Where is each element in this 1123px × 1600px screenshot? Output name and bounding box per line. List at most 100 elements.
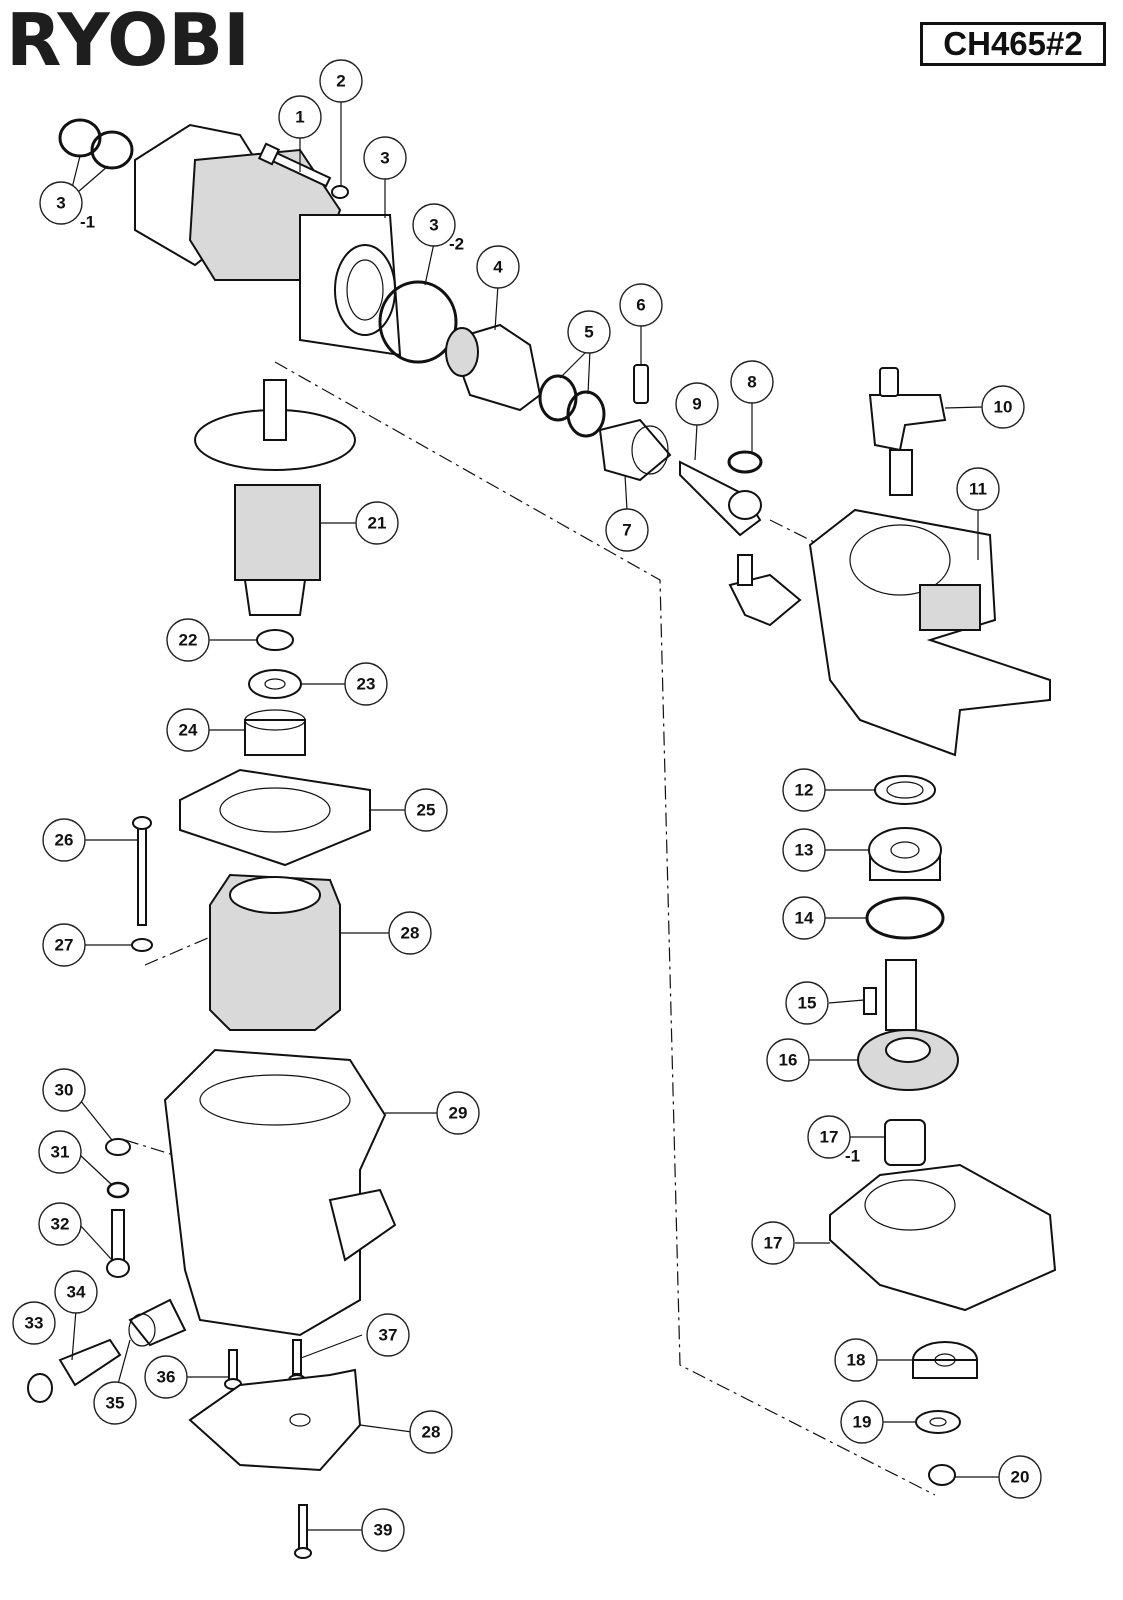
callout-21: 21: [355, 501, 399, 545]
callout-12: 12: [782, 768, 826, 812]
nut-20: [928, 1464, 956, 1486]
stator-28: [209, 873, 341, 1031]
callout-number: 6: [636, 296, 645, 315]
callout-number: 22: [179, 631, 198, 650]
callout-number: 39: [374, 1521, 393, 1540]
model-number-box: CH465#2: [920, 22, 1106, 66]
callout-number: 25: [417, 801, 436, 820]
inner-cover-17: [829, 1163, 1057, 1312]
piston-sleeve-7: [598, 418, 672, 482]
callout-suffix: -1: [845, 1147, 860, 1166]
bottom-cover-28: [188, 1368, 362, 1472]
callout-number: 12: [795, 781, 814, 800]
callout-26: 26: [42, 818, 86, 862]
shaft-15: [885, 959, 917, 1031]
housing-29: [163, 1048, 397, 1337]
washer-27: [131, 938, 153, 952]
brand-logo: RYOBI: [6, 0, 250, 82]
callout-number: 1: [295, 108, 304, 127]
callout-28-cover: 28: [409, 1410, 453, 1454]
callout-22: 22: [166, 618, 210, 662]
screw-26: [132, 816, 152, 926]
callout-24: 24: [166, 708, 210, 752]
washer-30: [105, 1138, 131, 1156]
callout-33: 33: [12, 1301, 56, 1345]
callout-number: 3: [429, 216, 438, 235]
callout-23: 23: [344, 662, 388, 706]
callout-6: 6: [619, 283, 663, 327]
callout-number: 31: [51, 1143, 70, 1162]
callout-number: 17: [820, 1128, 839, 1147]
callout-number: 36: [157, 1368, 176, 1387]
brush-holder-35: [128, 1298, 187, 1347]
callout-13: 13: [782, 828, 826, 872]
o-rings-5: [538, 374, 606, 438]
callout-number: 7: [622, 521, 631, 540]
callout-37: 37: [366, 1313, 410, 1357]
callout-number: 26: [55, 831, 74, 850]
callout-3-1: 3-1: [39, 181, 95, 232]
callout-14: 14: [782, 896, 826, 940]
callout-35: 35: [93, 1381, 137, 1425]
armature-21: [194, 379, 356, 616]
washer-2: [331, 185, 349, 199]
ball-bearing-13: [868, 827, 942, 881]
callout-4: 4: [476, 245, 520, 289]
retaining-ring-14: [865, 896, 945, 940]
callout-number: 21: [368, 514, 387, 533]
crank-shaft-lower: [728, 554, 802, 627]
gear-case-11: [808, 508, 1051, 757]
callout-number: 5: [584, 323, 593, 342]
callout-number: 35: [106, 1394, 125, 1413]
callout-number: 24: [179, 721, 198, 740]
callout-number: 13: [795, 841, 814, 860]
callout-15: 15: [785, 981, 829, 1025]
gear-16: [857, 1029, 959, 1091]
ball-bearing-18: [912, 1341, 978, 1379]
callout-number: 28: [401, 924, 420, 943]
callout-number: 18: [847, 1351, 866, 1370]
callout-39: 39: [361, 1508, 405, 1552]
callout-5: 5: [567, 310, 611, 354]
crank-shaft-10: [868, 367, 947, 496]
callout-number: 3: [380, 149, 389, 168]
callout-11: 11: [956, 467, 1000, 511]
callout-number: 11: [969, 480, 987, 499]
callout-number: 2: [336, 72, 345, 91]
callout-number: 30: [55, 1081, 74, 1100]
callout-number: 10: [994, 398, 1013, 417]
callout-2: 2: [319, 59, 363, 103]
callout-17: 17: [751, 1221, 795, 1265]
callout-number: 16: [779, 1051, 798, 1070]
callout-10: 10: [981, 385, 1025, 429]
callout-number: 27: [55, 936, 74, 955]
callout-30: 30: [42, 1068, 86, 1112]
needle-bearing-17-1: [884, 1119, 926, 1166]
callout-25: 25: [404, 788, 448, 832]
callout-17-1: 17 -1: [807, 1115, 860, 1166]
callout-number: 17: [764, 1234, 783, 1253]
callout-3-2: 3 -2: [412, 203, 464, 254]
callout-number: 28: [422, 1423, 441, 1442]
callout-suffix: -2: [449, 235, 464, 254]
callout-number: 32: [51, 1215, 70, 1234]
bearing-12: [874, 775, 936, 805]
o-ring-3-2: [378, 280, 458, 364]
callout-number: 15: [798, 994, 817, 1013]
callout-31: 31: [38, 1130, 82, 1174]
carbon-brush-34: [58, 1338, 122, 1387]
callout-number: 3: [56, 194, 65, 213]
callout-18: 18: [834, 1338, 878, 1382]
cylinder-housing-part: [134, 123, 402, 357]
callout-number: 9: [692, 395, 701, 414]
pin-6: [633, 364, 649, 404]
ball-bearing-23: [248, 669, 302, 699]
callout-28-stator: 28: [388, 911, 432, 955]
bearing-holder-24: [244, 709, 306, 756]
washer-22: [256, 629, 294, 651]
callout-number: 33: [25, 1314, 44, 1333]
retaining-ring-8: [727, 450, 763, 474]
o-rings-3-1: [58, 118, 134, 170]
callout-32: 32: [38, 1202, 82, 1246]
